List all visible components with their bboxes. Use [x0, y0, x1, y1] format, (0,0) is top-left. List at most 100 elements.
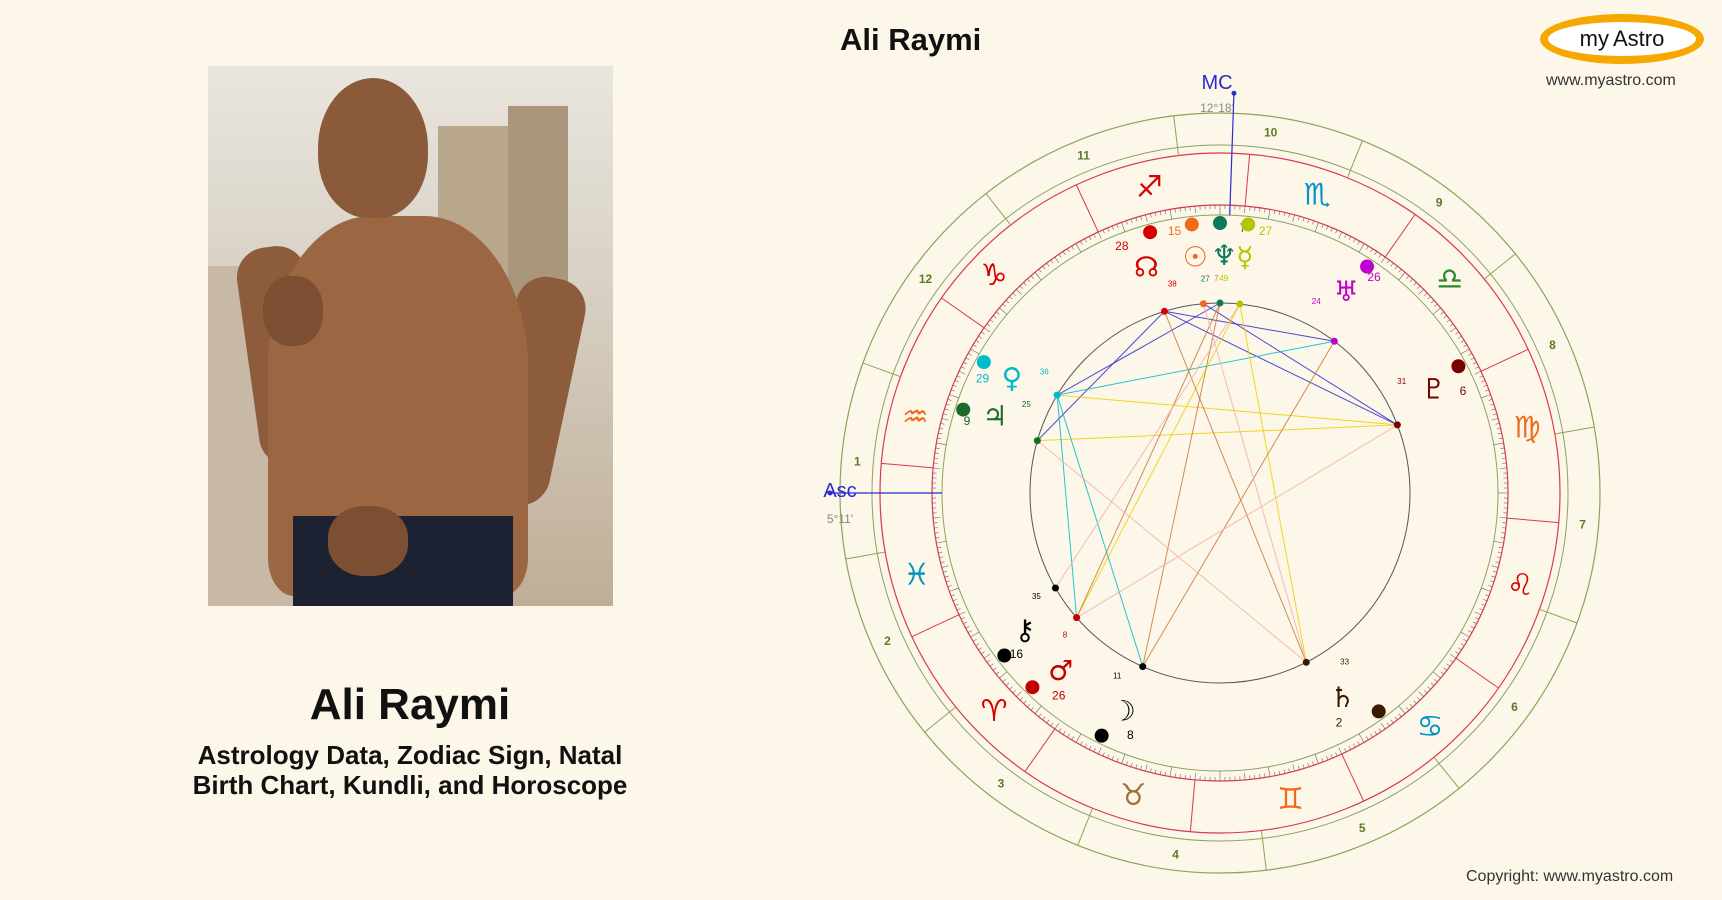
house-number: 3: [998, 777, 1005, 791]
saturn-marker: [1371, 704, 1386, 719]
chart-title: Ali Raymi: [840, 22, 982, 57]
person-photo: [208, 66, 613, 606]
sun-minute: 7: [1214, 274, 1219, 283]
subtitle-line-2: Birth Chart, Kundli, and Horoscope: [192, 770, 628, 800]
asc-degree: 5°11': [827, 512, 853, 526]
logo-my-text: my: [1579, 26, 1609, 51]
sign-glyph: ♉: [1120, 778, 1147, 813]
saturn-glyph: ♄: [1330, 681, 1355, 714]
house-number: 6: [1511, 700, 1518, 714]
house-number: 12: [919, 272, 933, 286]
uranus-marker: [1360, 259, 1375, 274]
sun-marker: [1184, 217, 1199, 232]
house-number: 1: [854, 454, 861, 468]
north-node-minute: 38: [1168, 279, 1177, 288]
logo-astro-text: Astro: [1612, 26, 1665, 51]
page-subtitle: Astrology Data, Zodiac Sign, Natal Birth…: [150, 740, 670, 800]
moon-minute: 11: [1113, 671, 1122, 680]
sign-glyph: ♊: [1277, 782, 1304, 817]
myastro-logo[interactable]: my Astro: [1540, 14, 1704, 64]
neptune-marker: [1213, 216, 1227, 230]
chiron-degree: 16: [1010, 647, 1024, 661]
jupiter-glyph: ♃: [982, 400, 1007, 433]
chiron-minute: 35: [1032, 592, 1041, 601]
sign-glyph: ♐: [1136, 170, 1163, 205]
mars-marker: [1025, 680, 1040, 695]
mars-degree: 26: [1052, 688, 1066, 702]
copyright-text: Copyright: www.myastro.com: [1466, 868, 1674, 885]
house-number: 5: [1359, 821, 1366, 835]
jupiter-aspect-point: [1033, 437, 1041, 445]
chiron-aspect-point: [1051, 584, 1059, 592]
pluto-marker: [1451, 359, 1466, 374]
neptune-glyph: ♆: [1212, 239, 1237, 272]
uranus-aspect-point: [1330, 337, 1338, 345]
chiron-glyph: ⚷: [1015, 614, 1036, 647]
mercury-aspect-point: [1236, 300, 1244, 308]
person-name: Ali Raymi: [309, 680, 511, 729]
asc-label: Asc: [823, 480, 856, 502]
sun-degree: 15: [1168, 224, 1182, 238]
mars-minute: 8: [1063, 631, 1068, 640]
mc-axis: [1229, 93, 1235, 216]
pluto-degree: 6: [1460, 384, 1467, 398]
north-node-marker: [1143, 225, 1158, 240]
mercury-glyph: ☿: [1236, 240, 1253, 273]
house-number: 8: [1549, 338, 1556, 352]
site-url[interactable]: www.myastro.com: [1546, 72, 1676, 89]
north-node-degree: 28: [1115, 239, 1129, 253]
saturn-minute: 33: [1340, 658, 1349, 667]
neptune-minute: 27: [1201, 275, 1210, 284]
saturn-degree: 2: [1336, 715, 1343, 729]
chiron-marker: [997, 648, 1012, 663]
house-number: 7: [1579, 518, 1586, 532]
north-node-glyph: ☊: [1134, 251, 1159, 284]
uranus-minute: 24: [1312, 297, 1321, 306]
mars-glyph: ♂: [1048, 654, 1073, 687]
venus-glyph: ♀: [1002, 362, 1023, 395]
house-number: 2: [884, 634, 891, 648]
mercury-minute: 49: [1219, 274, 1228, 283]
pluto-glyph: ♇: [1421, 373, 1446, 406]
subtitle-line-1: Astrology Data, Zodiac Sign, Natal: [197, 740, 623, 770]
moon-degree: 8: [1127, 728, 1134, 742]
jupiter-degree: 9: [964, 414, 971, 428]
sign-glyph: ♈: [981, 694, 1008, 729]
mercury-marker: [1241, 217, 1256, 232]
saturn-aspect-point: [1302, 658, 1310, 666]
degree-ring: [941, 214, 1499, 772]
mc-label: MC: [1201, 75, 1232, 94]
moon-aspect-point: [1139, 663, 1147, 671]
mars-aspect-point: [1073, 614, 1081, 622]
sign-glyph: ♍: [1514, 411, 1541, 446]
uranus-glyph: ♅: [1334, 275, 1359, 308]
north-node-aspect-point: [1160, 307, 1168, 315]
sun-aspect-point: [1199, 300, 1207, 308]
uranus-degree: 26: [1367, 270, 1381, 284]
jupiter-minute: 25: [1022, 400, 1031, 409]
moon-glyph: ☽: [1111, 694, 1136, 727]
sign-glyph: ♓: [903, 557, 930, 592]
venus-minute: 36: [1040, 367, 1049, 376]
venus-marker: [976, 355, 991, 370]
house-number: 11: [1077, 149, 1090, 163]
sign-glyph: ♑: [981, 258, 1008, 293]
sign-glyph: ♌: [1507, 568, 1534, 603]
sign-glyph: ♒: [902, 400, 929, 435]
mercury-degree: 27: [1259, 224, 1273, 238]
house-number: 9: [1436, 195, 1443, 209]
jupiter-marker: [956, 402, 971, 417]
sign-glyph: ♋: [1417, 709, 1444, 744]
venus-degree: 29: [976, 371, 990, 385]
pluto-aspect-point: [1393, 421, 1401, 429]
neptune-aspect-point: [1216, 299, 1224, 307]
sign-glyph: ♏: [1304, 177, 1331, 212]
venus-aspect-point: [1053, 391, 1061, 399]
house-number: 4: [1172, 847, 1179, 861]
moon-marker: [1094, 728, 1109, 743]
sign-glyph: ♎: [1436, 262, 1463, 297]
house-number: 10: [1264, 126, 1278, 140]
mc-degree: 12°18': [1200, 101, 1234, 115]
sun-glyph: ☉: [1183, 240, 1208, 273]
